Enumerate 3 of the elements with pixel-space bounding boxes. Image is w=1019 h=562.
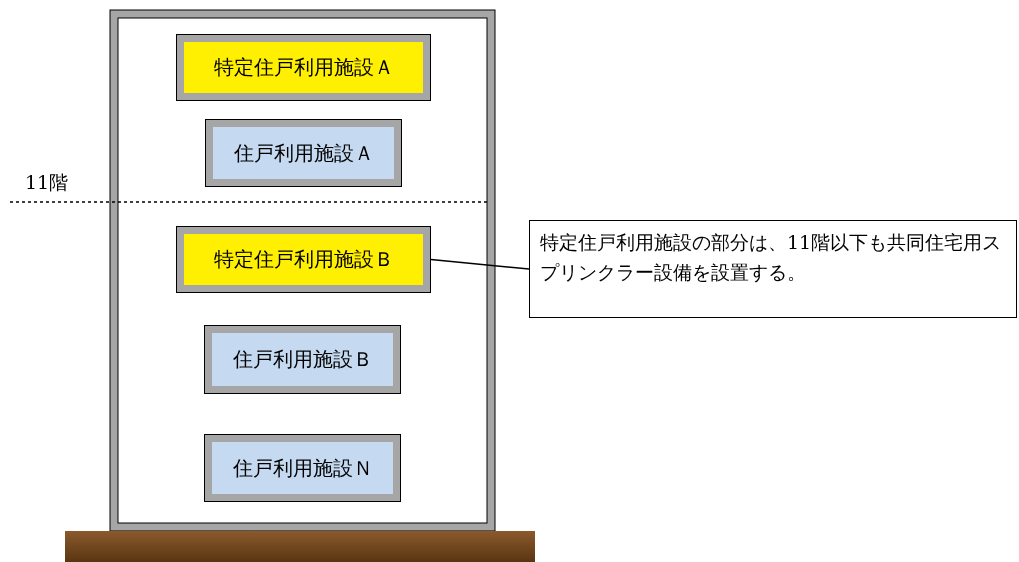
callout-box: 特定住戸利用施設の部分は、11階以下も共同住宅用スプリンクラー設備を設置する。 (529, 220, 1017, 318)
leader-line (430, 258, 530, 270)
floor-label: 11階 (25, 170, 69, 195)
